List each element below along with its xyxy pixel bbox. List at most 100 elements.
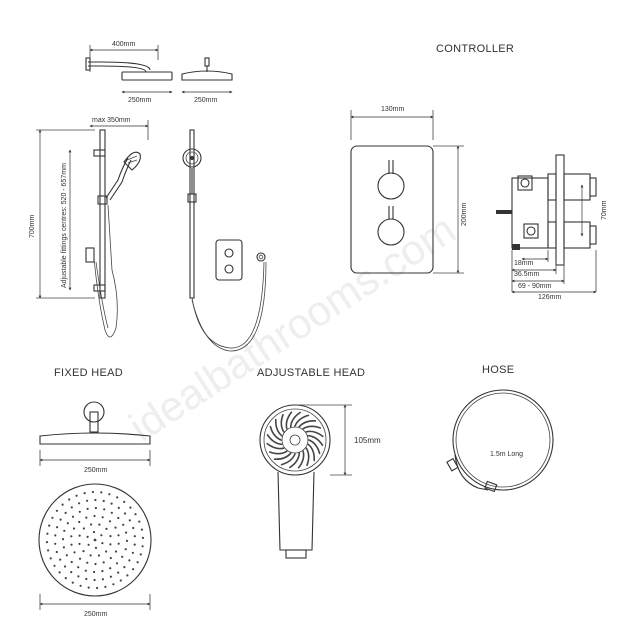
nozzle-dot: [134, 513, 137, 516]
section-title-fixed-head: FIXED HEAD: [54, 367, 123, 379]
nozzle-dot: [90, 523, 93, 526]
nozzle-dot: [104, 585, 107, 589]
nozzle-dot: [126, 574, 129, 577]
controller-front-view: 130mm 200mm: [350, 106, 468, 274]
nozzle-dot: [70, 543, 73, 546]
nozzle-dot: [108, 493, 111, 496]
nozzle-dot: [54, 534, 57, 537]
nozzle-dot: [47, 549, 50, 552]
swirl-jet: [307, 434, 324, 446]
top-fixed-head-front-view: 250mm: [181, 57, 233, 104]
section-title-adjustable-head: ADJUSTABLE HEAD: [257, 367, 365, 379]
nozzle-dot: [85, 516, 88, 519]
nozzle-dot: [55, 550, 58, 554]
hose-detail: 1.5m Long: [446, 389, 554, 493]
nozzle-dot: [49, 557, 52, 560]
nozzle-dot: [128, 519, 131, 522]
nozzle-dot: [94, 546, 98, 550]
nozzle-dot: [102, 561, 105, 564]
fittings-centres-label: Adjustable fittings centres: 520 - 657mm: [61, 163, 68, 288]
nozzle-dot: [103, 508, 106, 511]
rail-kit-side-view: max 350mm 700mm Adjustable fittings cent…: [29, 117, 149, 338]
nozzle-dot: [101, 542, 104, 545]
nozzle-dot: [101, 516, 104, 519]
head-side-width-label: 250mm: [128, 97, 152, 104]
nozzle-dot: [78, 510, 81, 513]
nozzle-dot: [85, 577, 88, 581]
fixed-head-width-label-1: 250mm: [84, 467, 108, 474]
nozzle-dot: [86, 561, 89, 564]
nozzle-dot: [61, 503, 64, 506]
rail-kit-front-view: [182, 129, 267, 352]
nozzle-dot: [108, 520, 112, 523]
nozzle-dot: [45, 541, 49, 544]
depth-18-label: 18mm: [514, 260, 534, 267]
nozzle-dot: [93, 570, 96, 574]
nozzle-dot: [89, 554, 92, 557]
swirl-jet: [305, 430, 324, 438]
nozzle-dot: [82, 527, 85, 530]
nozzle-dot: [140, 528, 143, 531]
controller-centres-label: 70mm: [601, 200, 608, 220]
swirl-jet: [273, 452, 292, 461]
nozzle-dot: [61, 538, 65, 541]
nozzle-dot: [93, 578, 96, 582]
swirl-jet: [305, 447, 310, 467]
swirl-jet: [307, 443, 316, 462]
nozzle-dot: [54, 542, 57, 545]
nozzle-dot: [109, 543, 112, 546]
swirl-jet: [266, 434, 283, 446]
nozzle-dot: [86, 507, 89, 510]
nozzle-dot: [96, 586, 99, 590]
swirl-jet: [280, 413, 285, 433]
nozzle-dot: [73, 551, 76, 554]
nozzle-dot: [53, 564, 56, 567]
section-title-controller: CONTROLLER: [436, 43, 514, 55]
nozzle-dot: [79, 584, 82, 587]
nozzle-dot: [133, 543, 136, 546]
swirl-jet: [268, 450, 288, 455]
nozzle-dot: [78, 542, 81, 546]
nozzle-dot: [46, 532, 49, 535]
nozzle-dot: [63, 565, 67, 568]
nozzle-dot: [59, 518, 62, 521]
nozzle-dot: [78, 502, 81, 505]
nozzle-dot: [129, 506, 132, 509]
nozzle-dot: [115, 562, 119, 565]
nozzle-dot: [94, 506, 97, 510]
nozzle-dot: [136, 561, 139, 564]
nozzle-dot: [124, 548, 127, 551]
swirl-jet: [269, 425, 282, 441]
nozzle-dot: [64, 511, 67, 514]
nozzle-dot: [70, 560, 73, 564]
fixed-head-width-label-2: 250mm: [84, 611, 108, 618]
nozzle-dot: [128, 559, 131, 562]
nozzle-dot: [78, 557, 82, 560]
nozzle-dot: [141, 536, 145, 540]
controller-height-label: 200mm: [461, 202, 468, 226]
nozzle-dot: [117, 516, 120, 520]
nozzle-dot: [91, 490, 94, 494]
nozzle-dot: [101, 578, 104, 581]
nozzle-dot: [51, 516, 54, 519]
top-fixed-head-side-view: 400mm 250mm: [85, 41, 173, 104]
nozzle-dot: [109, 556, 112, 560]
nozzle-dot: [78, 534, 81, 537]
swirl-jet: [298, 419, 317, 428]
controller-width-label: 130mm: [381, 106, 405, 113]
nozzle-dot: [109, 575, 112, 578]
nozzle-dot: [70, 535, 73, 538]
nozzle-dot: [72, 527, 76, 530]
swirl-jet: [294, 414, 310, 427]
nozzle-dot: [70, 571, 73, 574]
nozzle-dot: [138, 520, 141, 523]
nozzle-dot: [109, 567, 112, 570]
nozzle-dot: [78, 520, 81, 524]
nozzle-dot: [114, 526, 117, 529]
nozzle-dot: [94, 562, 97, 566]
nozzle-dot: [71, 581, 74, 584]
depth-total-label: 126mm: [538, 294, 562, 301]
nozzle-dot: [87, 586, 90, 589]
nozzle-dot: [59, 558, 62, 561]
swirl-jet: [289, 411, 301, 428]
